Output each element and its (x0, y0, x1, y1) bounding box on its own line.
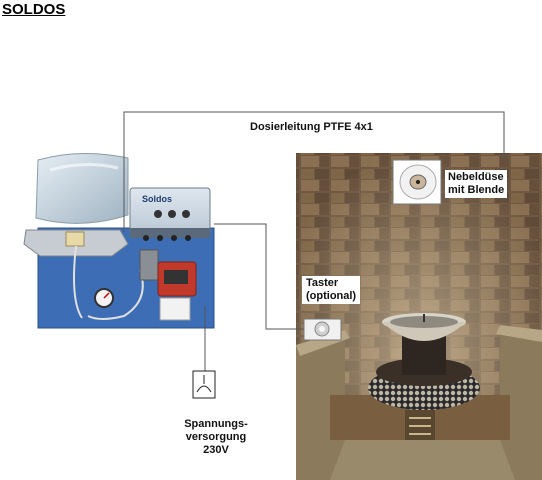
nozzle-label: Nebeldüse mit Blende (445, 170, 508, 198)
connection-lines (123, 111, 505, 371)
page-title: SOLDOS (2, 1, 66, 18)
button-label-line-2: (optional) (306, 290, 357, 302)
power-supply-icon (192, 370, 216, 399)
power-label-line-2: versorgung (185, 431, 247, 443)
button-label-line-1: Taster (306, 277, 339, 289)
dosing-unit-photo (23, 153, 215, 329)
steam-room-photo (296, 153, 542, 480)
power-label: Spannungs- versorgung 230V (166, 418, 266, 457)
dosing-line-label: Dosierleitung PTFE 4x1 (250, 121, 373, 133)
nozzle-label-line-2: mit Blende (448, 184, 505, 196)
button-wire (214, 223, 304, 330)
device-brand-label: Soldos (142, 194, 173, 204)
power-label-line-3: 230V (203, 444, 229, 456)
power-label-line-1: Spannungs- (184, 418, 248, 430)
button-icon (303, 318, 342, 341)
dosing-line (123, 111, 505, 232)
nozzle-label-line-1: Nebeldüse (448, 171, 504, 183)
button-label: Taster (optional) (302, 276, 361, 304)
nozzle-icon (392, 159, 442, 205)
